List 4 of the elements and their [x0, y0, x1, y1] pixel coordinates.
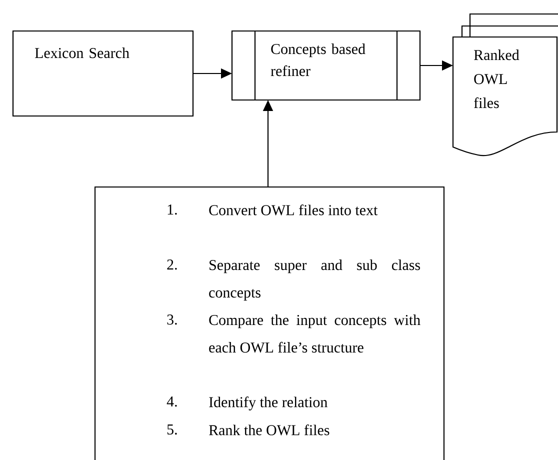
- steps-box: 1. Convert OWL files into text 2. Separate super and sub class concepts 3. Compare the input concepts with each OWL file’s structure 4. Identify the relation 5. Rank the OWL files: [94, 186, 445, 460]
- process-box: Lexicon Search: [12, 30, 194, 117]
- predefined-process-box: Concepts based refiner: [231, 30, 421, 101]
- document-stack: Ranked OWL files: [452, 13, 558, 156]
